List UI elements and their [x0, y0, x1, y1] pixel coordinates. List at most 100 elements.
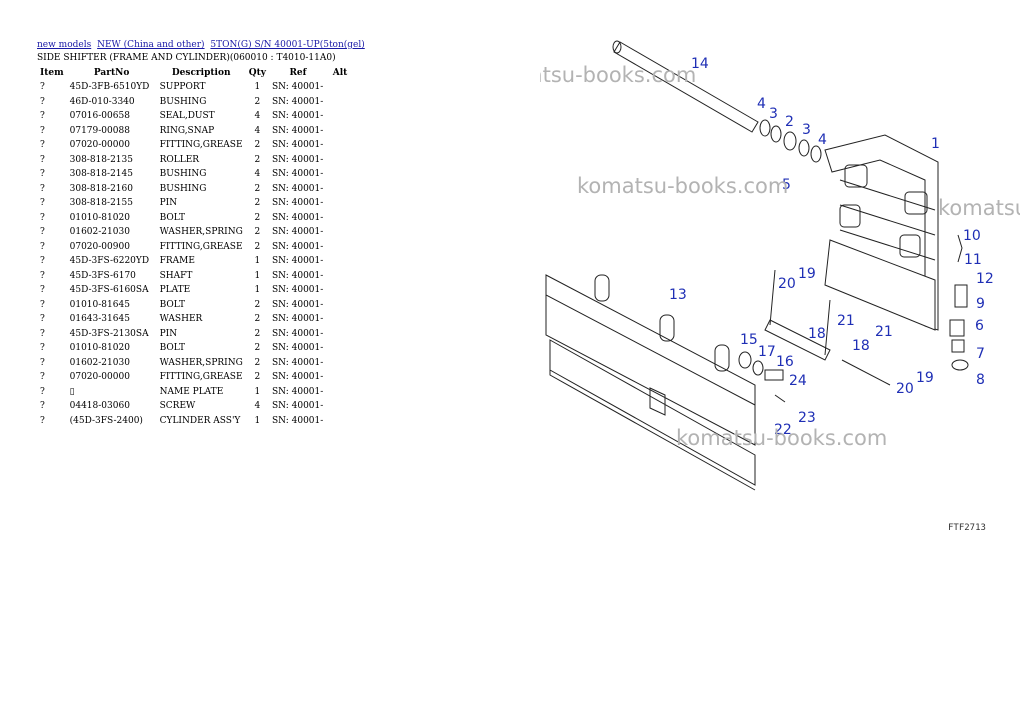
cell-description: FITTING,GREASE	[159, 372, 243, 383]
breadcrumb-link-new-models[interactable]: new models	[37, 40, 92, 50]
callout-label: 23	[798, 410, 816, 426]
cell-qty: 2	[254, 183, 261, 194]
cell-ref: SN: 40001-	[272, 125, 324, 136]
cell-item: ?	[40, 415, 45, 426]
col-alt: Alt	[332, 68, 348, 78]
cell-alt	[327, 124, 353, 139]
cell-item: ?	[40, 285, 45, 296]
cell-alt	[327, 196, 353, 211]
callout-labels: 14 4 3 2 3 4 1 5 10 11 12 9 6 7 8 13 20 …	[669, 56, 994, 438]
callout-label: 16	[776, 354, 794, 370]
callout-label: 18	[808, 326, 826, 342]
cell-ref: SN: 40001-	[272, 140, 324, 151]
cell-item: ?	[40, 401, 45, 412]
cell-partno: 01010-81020	[69, 212, 130, 223]
cell-qty: 4	[254, 169, 261, 180]
watermark: komatsu-books.com	[540, 63, 696, 87]
cell-description: RING,SNAP	[159, 125, 215, 136]
cell-item: ?	[40, 169, 45, 180]
cell-alt	[327, 167, 353, 182]
cell-description: SCREW	[159, 401, 196, 412]
cell-ref: SN: 40001-	[272, 82, 324, 93]
cell-description: BOLT	[159, 343, 186, 354]
cell-qty: 1	[254, 285, 261, 296]
callout-label: 12	[976, 271, 994, 287]
cell-qty: 4	[254, 125, 261, 136]
cell-ref: SN: 40001-	[272, 241, 324, 252]
cell-qty: 1	[254, 386, 261, 397]
callout-label: 8	[976, 372, 985, 388]
cell-alt	[327, 312, 353, 327]
cell-ref: SN: 40001-	[272, 357, 324, 368]
cell-qty: 2	[254, 372, 261, 383]
cell-ref: SN: 40001-	[272, 343, 324, 354]
callout-label: 22	[774, 422, 792, 438]
watermark: komatsu-books.com	[938, 196, 1020, 220]
cell-alt	[327, 283, 353, 298]
parts-diagram: 14 4 3 2 3 4 1 5 10 11 12 9 6 7 8 13 20 …	[540, 40, 1020, 533]
cell-ref: SN: 40001-	[272, 299, 324, 310]
cell-alt	[327, 109, 353, 124]
callout-label: 4	[818, 132, 827, 148]
cell-partno: 308-818-2135	[69, 154, 133, 165]
cell-partno: 45D-3FS-6160SA	[69, 285, 149, 296]
cell-description: SEAL,DUST	[159, 111, 215, 122]
cell-partno: 01010-81020	[69, 343, 130, 354]
cell-qty: 1	[254, 415, 261, 426]
cell-description: PIN	[159, 328, 178, 339]
cell-item: ?	[40, 328, 45, 339]
cell-qty: 2	[254, 140, 261, 151]
cell-qty: 4	[254, 111, 261, 122]
cell-qty: 4	[254, 401, 261, 412]
col-qty: Qty	[248, 68, 266, 78]
cell-ref: SN: 40001-	[272, 314, 324, 325]
cell-description: BUSHING	[159, 169, 207, 180]
cell-partno: 45D-3FS-6170	[69, 270, 136, 281]
cell-item: ?	[40, 227, 45, 238]
callout-label: 19	[798, 266, 816, 282]
cell-partno: 308-818-2155	[69, 198, 133, 209]
cell-partno: 07016-00658	[69, 111, 130, 122]
cell-description: WASHER	[159, 314, 203, 325]
cell-alt	[327, 356, 353, 371]
cell-qty: 2	[254, 198, 261, 209]
cell-alt	[327, 240, 353, 255]
cell-ref: SN: 40001-	[272, 198, 324, 209]
cell-description: FRAME	[159, 256, 195, 267]
breadcrumb-link-region[interactable]: NEW (China and other)	[97, 40, 205, 50]
figure-code: FTF2713	[948, 523, 986, 533]
breadcrumb-link-model[interactable]: 5TON(G) S/N 40001-UP(5ton(gel)	[210, 40, 365, 50]
cell-partno: 01010-81645	[69, 299, 130, 310]
cell-alt	[327, 182, 353, 197]
cell-partno: ▯	[69, 386, 75, 397]
watermarks: komatsu-books.com komatsu-books.com koma…	[540, 63, 1020, 450]
cell-item: ?	[40, 343, 45, 354]
cell-partno: (45D-3FS-2400)	[69, 415, 143, 426]
cell-item: ?	[40, 241, 45, 252]
cell-item: ?	[40, 256, 45, 267]
cell-qty: 1	[254, 256, 261, 267]
cell-alt	[327, 327, 353, 342]
cell-qty: 1	[254, 270, 261, 281]
cell-item: ?	[40, 125, 45, 136]
cell-item: ?	[40, 299, 45, 310]
cell-partno: 308-818-2145	[69, 169, 133, 180]
cell-alt	[327, 80, 353, 95]
callout-label: 5	[782, 177, 791, 193]
cell-alt	[327, 211, 353, 226]
cell-item: ?	[40, 386, 45, 397]
cell-alt	[327, 385, 353, 400]
parts-table: Item PartNo Description Qty Ref Alt ?45D…	[37, 66, 353, 428]
